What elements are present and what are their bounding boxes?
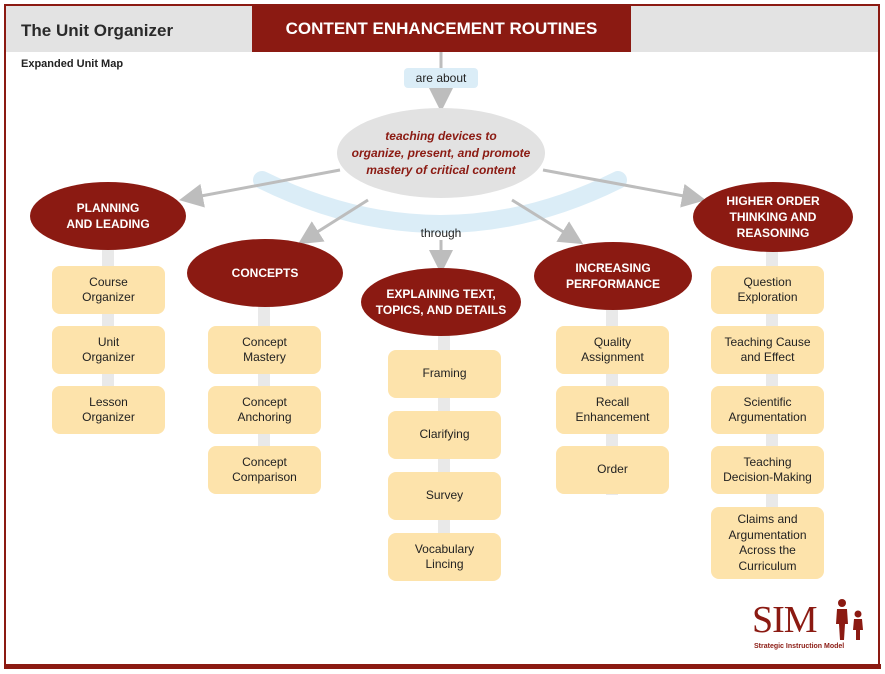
item-claims-and-argumentation: Claims and Argumentation Across the Curr…	[711, 507, 824, 579]
item-clarifying: Clarifying	[388, 411, 501, 459]
sim-logo: SIM Strategic Instruction Model	[752, 598, 870, 658]
item-teaching-cause-and-effect: Teaching Cause and Effect	[711, 326, 824, 374]
item-vocabulary-lincing: Vocabulary Lincing	[388, 533, 501, 581]
item-concept-comparison: Concept Comparison	[208, 446, 321, 494]
item-order: Order	[556, 446, 669, 494]
arrow-higher	[542, 168, 706, 208]
header-title: The Unit Organizer	[6, 6, 252, 52]
subtitle: Expanded Unit Map	[21, 58, 124, 70]
center-concept-text: teaching devices to organize, present, a…	[351, 128, 531, 177]
header-right-panel	[631, 6, 878, 52]
connector-are-about: are about	[404, 68, 478, 88]
bottom-rule	[4, 664, 881, 669]
through-arc	[253, 171, 627, 233]
item-lesson-organizer: Lesson Organizer	[52, 386, 165, 434]
item-concept-mastery: Concept Mastery	[208, 326, 321, 374]
item-recall-enhancement: Recall Enhancement	[556, 386, 669, 434]
figures-icon	[836, 599, 863, 640]
item-question-exploration: Question Exploration	[711, 266, 824, 314]
center-concept-oval: teaching devices to organize, present, a…	[337, 108, 545, 198]
sim-logo-text: SIM	[752, 599, 818, 641]
item-concept-anchoring: Concept Anchoring	[208, 386, 321, 434]
arrow-increasing	[511, 198, 584, 245]
category-planning-and-leading: PLANNING AND LEADING	[30, 182, 186, 250]
category-concepts: CONCEPTS	[187, 239, 343, 307]
connector-through: through	[420, 226, 462, 240]
arrow-planning	[179, 168, 341, 208]
item-scientific-argumentation: Scientific Argumentation	[711, 386, 824, 434]
item-survey: Survey	[388, 472, 501, 520]
arrow-concepts	[297, 198, 369, 245]
header-banner: CONTENT ENHANCEMENT ROUTINES	[252, 6, 631, 52]
item-teaching-decision-making: Teaching Decision-Making	[711, 446, 824, 494]
item-unit-organizer: Unit Organizer	[52, 326, 165, 374]
item-framing: Framing	[388, 350, 501, 398]
category-increasing-performance: INCREASING PERFORMANCE	[534, 242, 692, 310]
category-higher-order-thinking: HIGHER ORDER THINKING AND REASONING	[693, 182, 853, 252]
item-quality-assignment: Quality Assignment	[556, 326, 669, 374]
item-course-organizer: Course Organizer	[52, 266, 165, 314]
sim-logo-tagline: Strategic Instruction Model	[754, 643, 845, 650]
category-explaining-text: EXPLAINING TEXT, TOPICS, AND DETAILS	[361, 268, 521, 336]
